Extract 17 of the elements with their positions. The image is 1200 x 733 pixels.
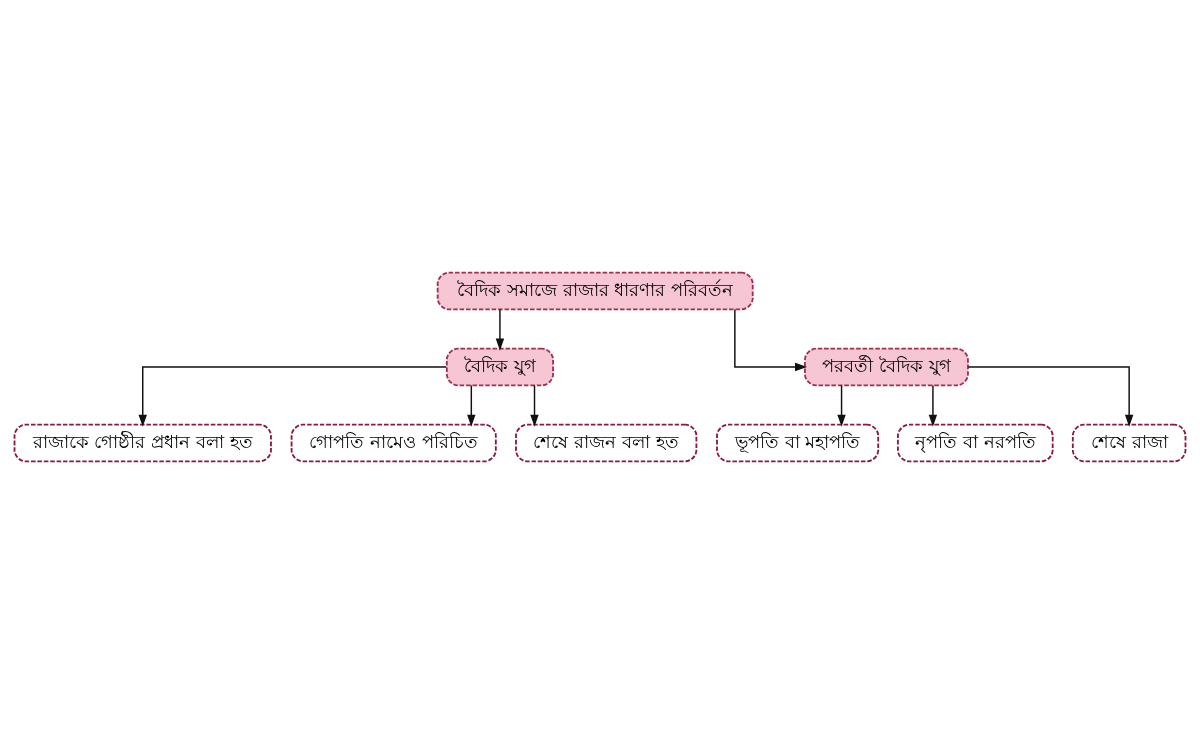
node-box: বৈদিক সমাজে রাজার ধারণার পরিবর্তন [436, 271, 754, 310]
node-box: রাজাকে গোষ্ঠীর প্রধান বলা হত [13, 423, 272, 462]
arrow [837, 384, 846, 427]
arrow [138, 365, 448, 427]
arrow [467, 384, 476, 427]
node-box: বৈদিক যুগ [445, 347, 554, 386]
node-box: শেষে রাজা [1071, 423, 1187, 462]
node-box: পরবর্তী বৈদিক যুগ [804, 347, 969, 386]
node-box: শেষে রাজন বলা হত [515, 423, 698, 462]
arrow [734, 308, 808, 371]
arrow [530, 384, 539, 427]
node-box: ভূপতি বা মহাপতি [716, 423, 880, 462]
arrow [495, 308, 505, 351]
node-box: গোপতি নামেও পরিচিত [290, 423, 497, 462]
arrow [967, 365, 1134, 427]
arrow [928, 384, 938, 427]
node-box: নৃপতি বা নরপতি [896, 423, 1054, 462]
